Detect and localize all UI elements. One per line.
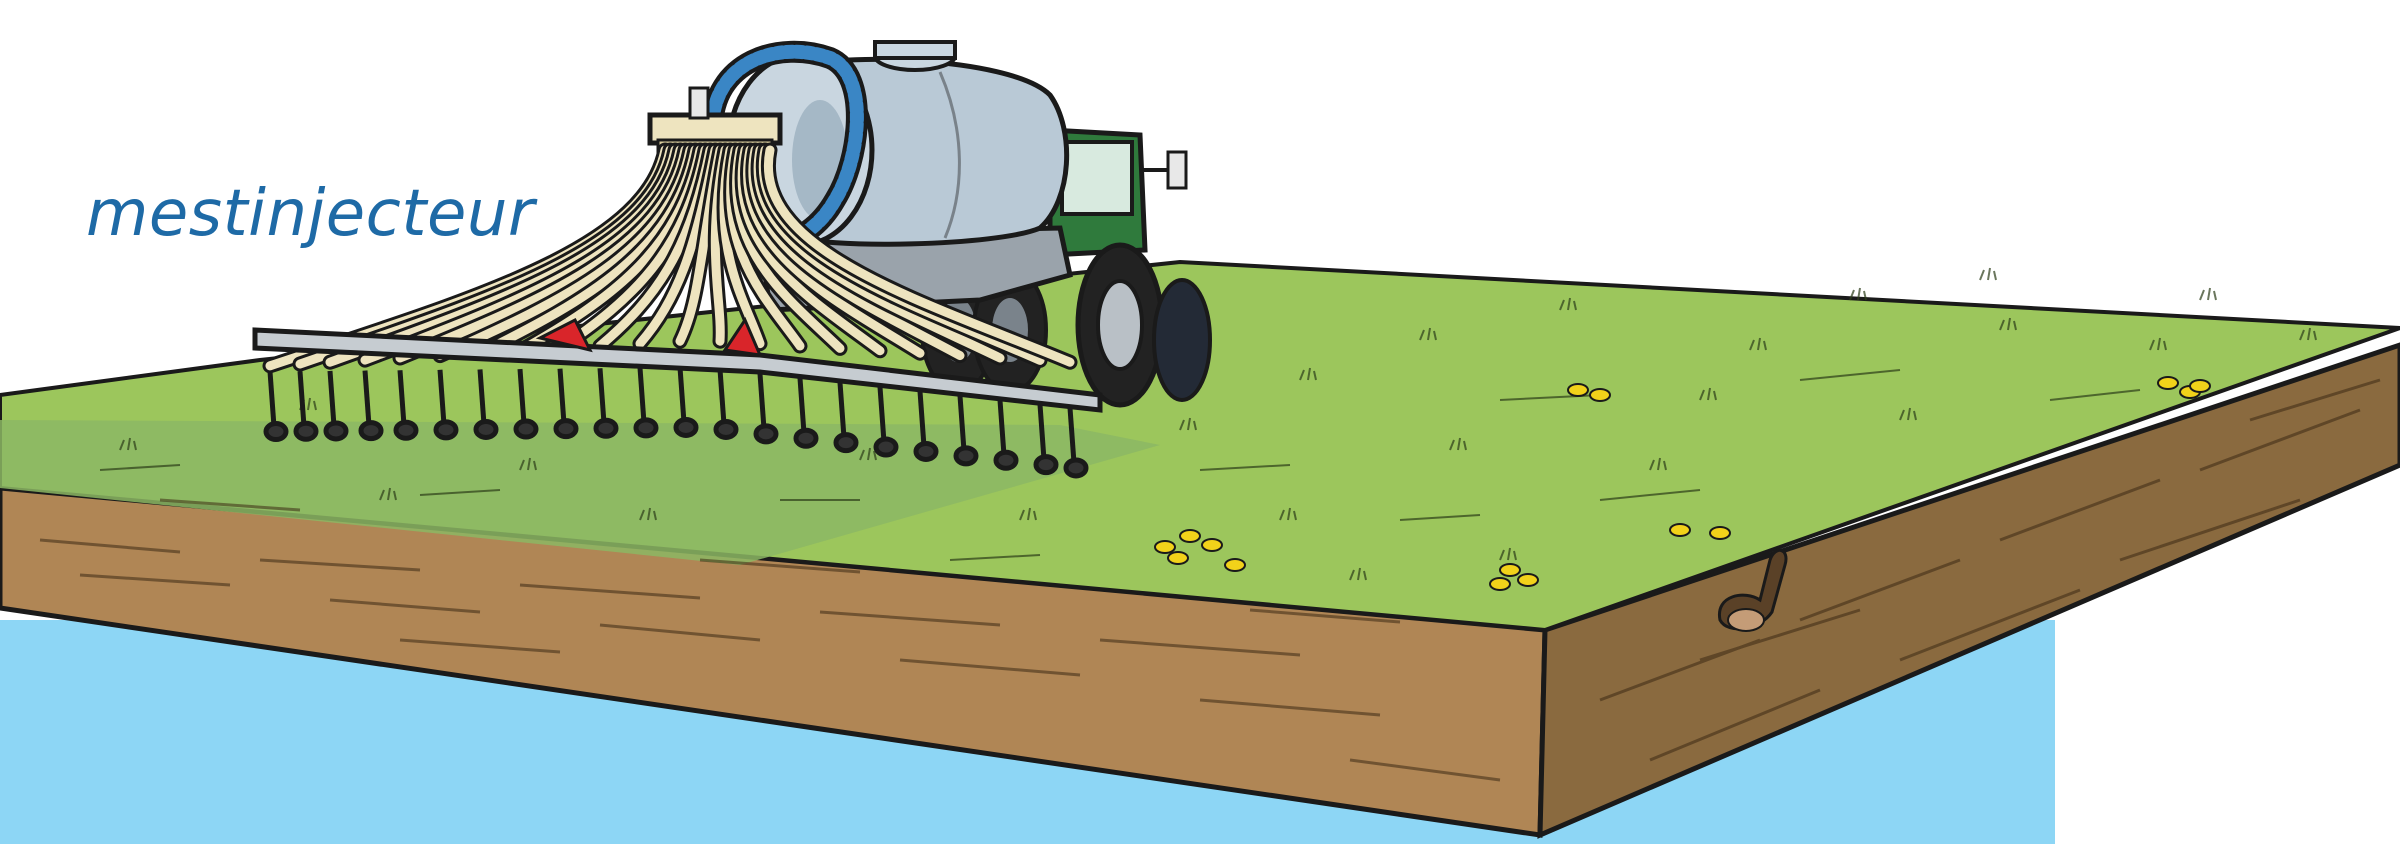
tine-disc (296, 423, 316, 439)
tine-disc (876, 439, 896, 455)
dandelion (1180, 530, 1200, 542)
tine-disc (596, 420, 616, 436)
tine-disc (1036, 457, 1056, 473)
tine-disc (716, 421, 736, 437)
tine-disc (836, 435, 856, 451)
dandelion (2190, 380, 2210, 392)
dandelion (1710, 527, 1730, 539)
tine-disc (476, 421, 496, 437)
tine-disc (636, 420, 656, 436)
tine-disc (396, 422, 416, 438)
tine-disc (436, 422, 456, 438)
tine-disc (916, 443, 936, 459)
dandelion (1590, 389, 1610, 401)
dandelion (1155, 541, 1175, 553)
mole (1728, 609, 1764, 631)
dandelion (1168, 552, 1188, 564)
tine-disc (676, 419, 696, 435)
grass-tuft (2200, 288, 2216, 300)
tine-disc (326, 423, 346, 439)
tine-disc (361, 423, 381, 439)
dandelion (1670, 524, 1690, 536)
tine-disc (956, 448, 976, 464)
tine-disc (796, 430, 816, 446)
dandelion (1500, 564, 1520, 576)
dandelion (2158, 377, 2178, 389)
dandelion (1518, 574, 1538, 586)
dandelion (1225, 559, 1245, 571)
tine-disc (266, 424, 286, 440)
dandelion (1202, 539, 1222, 551)
dandelion (1490, 578, 1510, 590)
tine-disc (516, 421, 536, 437)
grass-tuft (1980, 268, 1996, 280)
tine-disc (996, 452, 1016, 468)
tine-disc (1066, 460, 1086, 476)
tine-disc (556, 421, 576, 437)
dandelion (1568, 384, 1588, 396)
tine-disc (756, 426, 776, 442)
